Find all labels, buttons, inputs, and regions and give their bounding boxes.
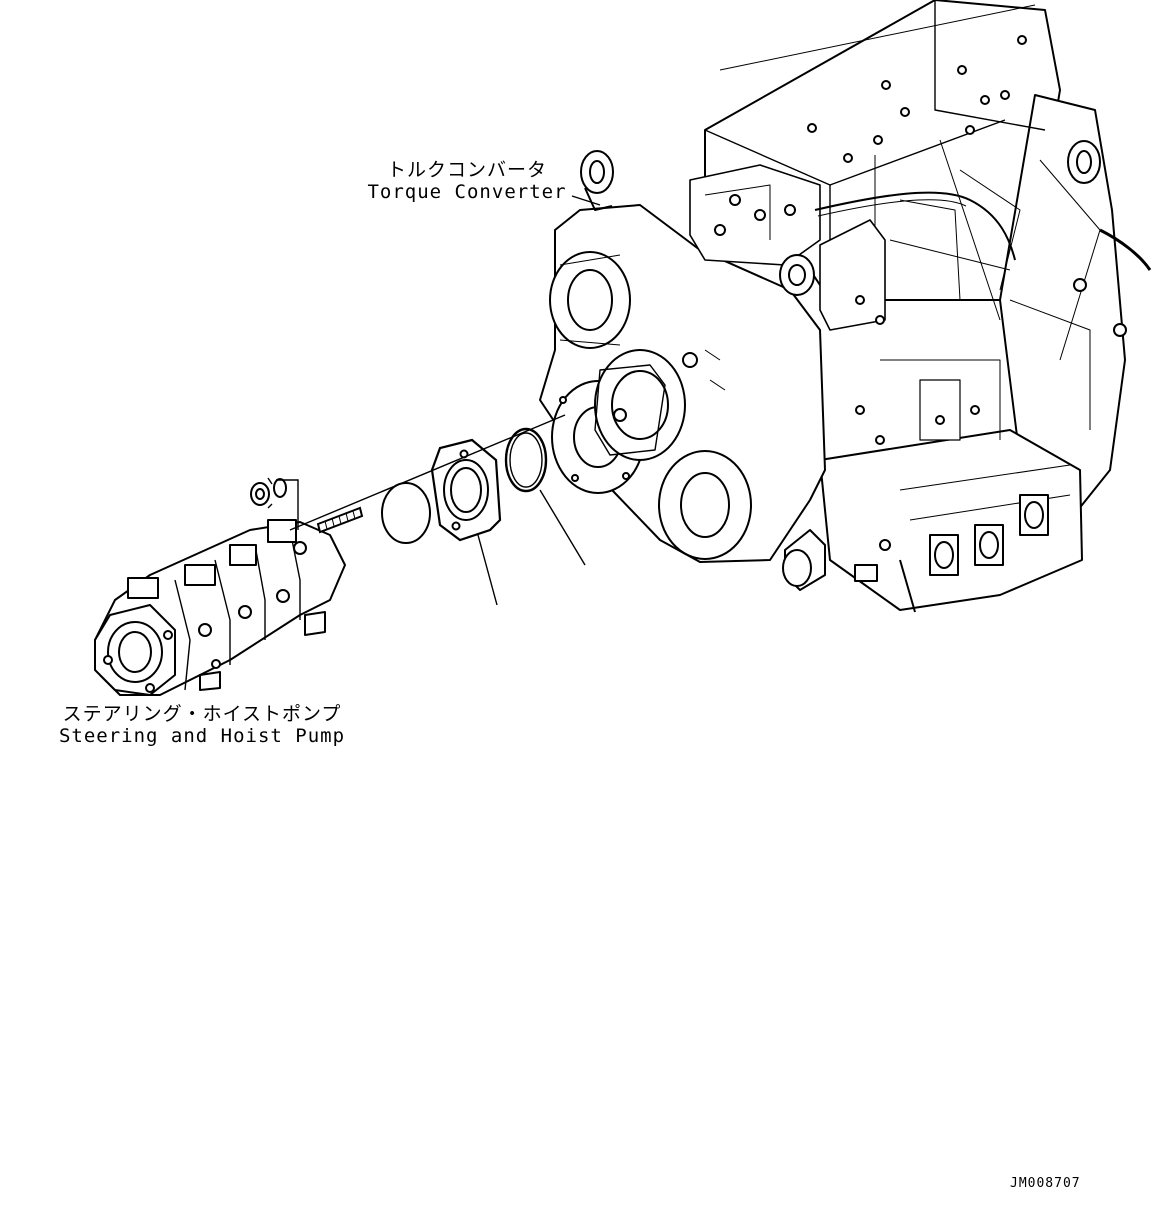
torque-converter-label-en: Torque Converter: [367, 180, 567, 203]
gasket-part: [382, 483, 430, 543]
steering-hoist-pump-label: ステアリング・ホイストポンプ Steering and Hoist Pump: [52, 703, 352, 748]
washer-part: [274, 479, 286, 497]
reference-lines: [276, 196, 600, 605]
steering-hoist-pump-label-jp: ステアリング・ホイストポンプ: [62, 703, 342, 725]
leader-line-adapter: [478, 535, 497, 605]
steering-hoist-pump-label-en: Steering and Hoist Pump: [58, 724, 346, 747]
drawing-id: JM008707: [1010, 1176, 1081, 1191]
torque-converter-label: トルクコンバータ Torque Converter: [362, 159, 572, 204]
leader-line-o-ring: [540, 490, 585, 565]
steering-hoist-pump-assembly: [95, 520, 345, 695]
torque-converter-assembly: [540, 0, 1150, 612]
exploded-parts: [251, 429, 546, 543]
torque-converter-label-jp: トルクコンバータ: [386, 159, 547, 181]
